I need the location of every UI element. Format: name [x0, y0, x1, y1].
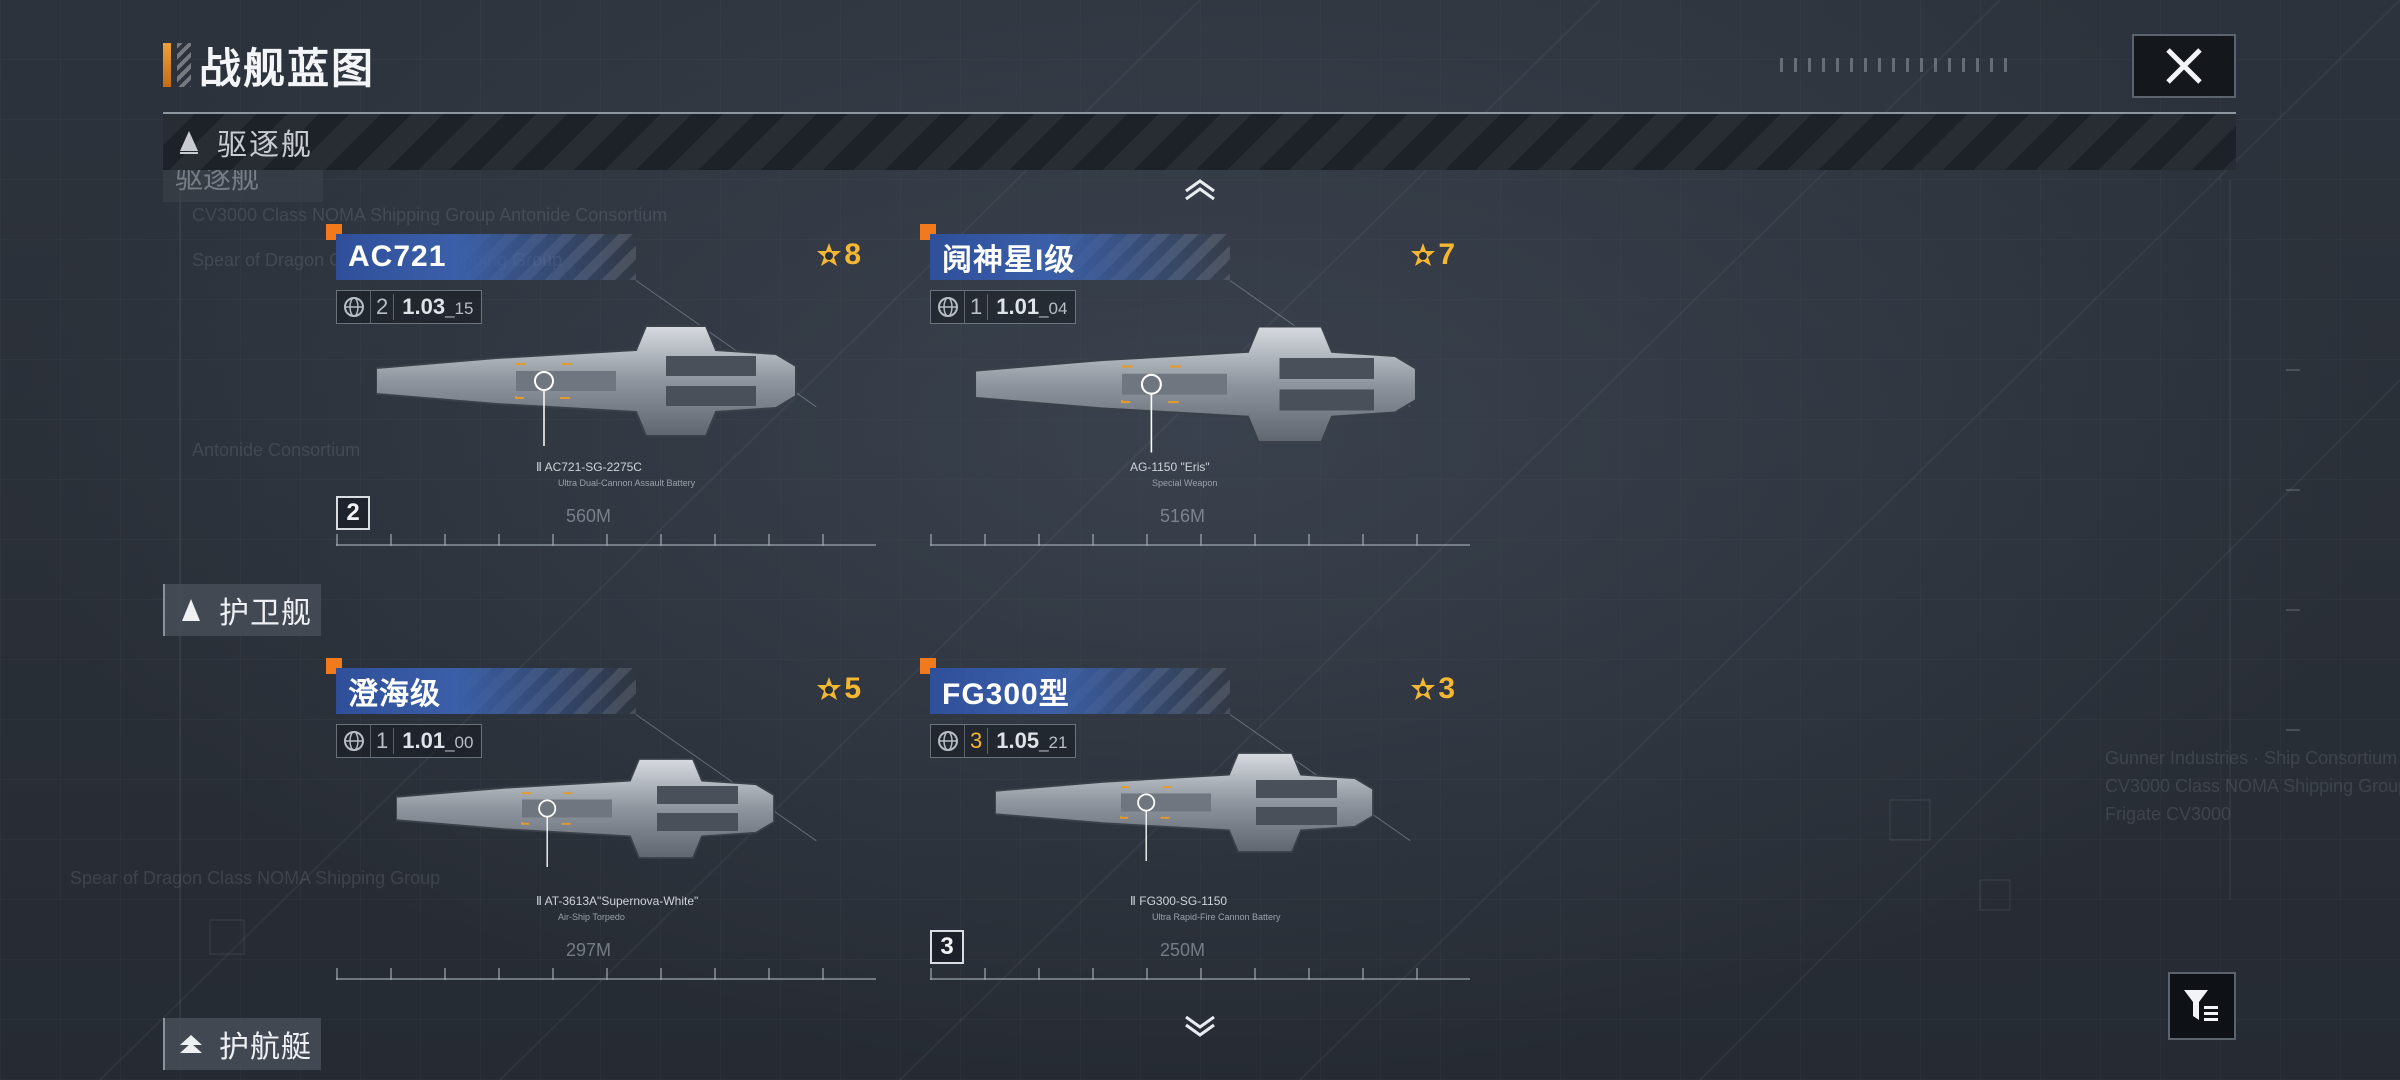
star-badge-icon: [817, 243, 842, 266]
ghost-category-label: 驱逐舰: [163, 168, 323, 202]
ship-name-bar: FG300型: [930, 668, 1230, 714]
weapon-subtitle: Special Weapon: [1152, 478, 1218, 488]
ship-blueprint-image: [376, 325, 797, 446]
escort-icon: [177, 596, 205, 624]
star-rating: 8: [816, 238, 861, 272]
category-tab-escort[interactable]: 护卫舰: [163, 584, 321, 636]
tier-badge: 3: [930, 930, 964, 964]
category-tab-patrol[interactable]: 护航艇: [163, 1018, 321, 1070]
star-rating: 7: [1410, 238, 1455, 272]
close-button[interactable]: [2132, 34, 2236, 98]
ship-name: AC721: [348, 240, 447, 273]
star-rating: 5: [816, 672, 861, 706]
filter-button[interactable]: [2168, 972, 2236, 1040]
category-label: 护卫舰: [219, 597, 312, 630]
ship-version: 1.05_21: [996, 728, 1068, 753]
ship-stats: 1 1.01_00: [336, 724, 483, 758]
destroyer-icon: [175, 128, 203, 156]
ship-length: 250M: [1160, 940, 1206, 960]
ship-name: 澄海级: [348, 678, 441, 711]
chevron-down-icon: [1185, 1015, 1215, 1037]
new-marker: [920, 224, 936, 240]
ship-length: 297M: [566, 940, 612, 960]
weapon-subtitle: Ultra Dual-Cannon Assault Battery: [558, 478, 696, 488]
patrol-boat-icon: [177, 1030, 205, 1058]
ship-version: 1.01_00: [402, 728, 474, 753]
length-ruler: [336, 968, 876, 980]
ship-name-bar: 澄海级: [336, 668, 636, 714]
ship-card-3[interactable]: 澄海级 5 1 1.01_00: [326, 658, 881, 980]
globe-icon: [931, 725, 965, 757]
weapon-label: Ⅱ AT-3613A"Supernova-White": [536, 894, 699, 908]
scroll-up-button[interactable]: [1180, 174, 1220, 204]
blueprint-count: 1: [965, 294, 989, 320]
gear-globe-icon: [337, 725, 371, 757]
ship-stats: 2 1.03_15: [336, 290, 483, 324]
blueprint-count: 2: [371, 294, 395, 320]
weapon-label: AG-1150 "Eris": [1130, 460, 1210, 474]
star-rating: 3: [1410, 672, 1455, 706]
star-badge-icon: [1411, 677, 1436, 700]
length-ruler: [930, 968, 1470, 980]
star-badge-icon: [817, 677, 842, 700]
ship-name-bar: 阋神星I级: [930, 234, 1230, 280]
scroll-down-button[interactable]: [1180, 1012, 1220, 1042]
decorative-ticks: [1780, 58, 2010, 72]
ghost-text: Frigate CV3000: [2105, 804, 2232, 824]
star-count: 5: [844, 672, 861, 705]
star-count: 3: [1438, 672, 1455, 705]
ghost-text: CV3000 Class NOMA Shipping Group: [2105, 776, 2400, 796]
star-count: 7: [1438, 238, 1455, 271]
page-header: 战舰蓝图: [163, 40, 375, 92]
category-label: 护航艇: [219, 1031, 312, 1064]
new-marker: [920, 658, 936, 674]
ship-blueprint-image: [975, 325, 1418, 453]
new-marker: [326, 658, 342, 674]
page-title: 战舰蓝图: [199, 44, 376, 92]
ship-version: 1.01_04: [996, 294, 1068, 319]
ship-stats: 3 1.05_21: [930, 724, 1077, 758]
ship-name: 阋神星I级: [942, 244, 1076, 277]
ghost-text: Spear of Dragon Class NOMA Shipping Grou…: [70, 868, 441, 888]
filter-icon: [2184, 990, 2218, 1021]
ship-blueprint-image: [396, 758, 775, 867]
star-badge-icon: [1411, 243, 1436, 266]
star-count: 8: [844, 238, 861, 271]
length-ruler: [336, 534, 876, 546]
chevron-up-icon: [1185, 179, 1215, 201]
weapon-label: Ⅱ AC721-SG-2275C: [536, 460, 642, 474]
ship-blueprint-image: [995, 752, 1374, 861]
blueprint-count: 1: [371, 728, 395, 754]
length-ruler: [930, 534, 1470, 546]
ship-card-1[interactable]: AC721 8 2 1.03_15: [326, 224, 881, 546]
weapon-label: Ⅱ FG300-SG-1150: [1130, 894, 1228, 908]
globe-icon: [337, 291, 371, 323]
ghost-text: Antonide Consortium: [192, 440, 361, 460]
ship-name-bar: AC721: [336, 234, 636, 280]
header-divider: [163, 112, 2236, 114]
sticky-category-bar[interactable]: 驱逐舰: [163, 114, 2236, 170]
ship-card-2[interactable]: 阋神星I级 7 1 1.01_04: [920, 224, 1475, 546]
title-stripes: [177, 43, 191, 87]
ship-stats: 1 1.01_04: [930, 290, 1077, 324]
sticky-category-label: 驱逐舰: [217, 129, 313, 162]
new-marker: [326, 224, 342, 240]
close-icon: [2166, 48, 2202, 84]
ship-length: 560M: [566, 506, 612, 526]
title-accent: [163, 43, 171, 87]
ghost-text: CV3000 Class NOMA Shipping Group Antonid…: [192, 205, 668, 225]
weapon-subtitle: Ultra Rapid-Fire Cannon Battery: [1152, 912, 1281, 922]
tier-badge: 2: [336, 496, 370, 530]
ship-version: 1.03_15: [402, 294, 474, 319]
weapon-subtitle: Air-Ship Torpedo: [558, 912, 625, 922]
ship-card-4[interactable]: FG300型 3 3 1.05_21: [920, 658, 1475, 980]
ship-length: 516M: [1160, 506, 1206, 526]
blueprint-count: 3: [965, 728, 989, 754]
ship-name: FG300型: [942, 678, 1070, 711]
gear-globe-icon: [931, 291, 965, 323]
ghost-text: Gunner Industries · Ship Consortium: [2105, 748, 2398, 768]
